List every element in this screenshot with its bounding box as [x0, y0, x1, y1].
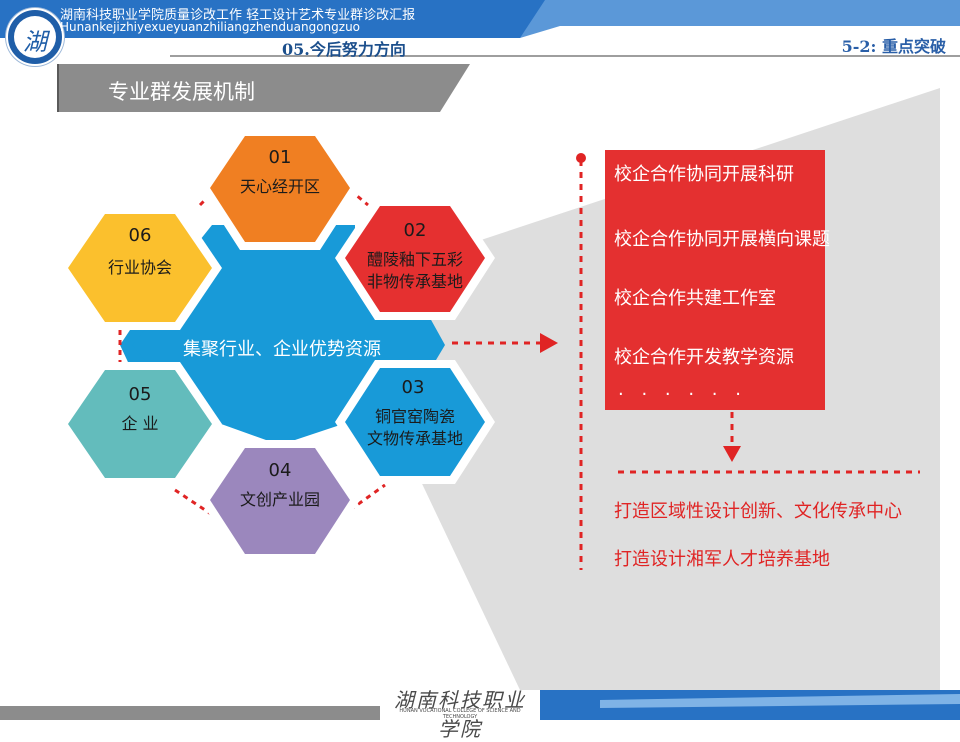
section-title: 05.今后努力方向 [282, 40, 406, 59]
panel-box [605, 150, 825, 410]
center-band [132, 330, 440, 360]
arrow-head-right [540, 333, 558, 353]
hex-04-shape [200, 440, 360, 562]
hex-02-label-line2: 非物传承基地 [366, 272, 463, 291]
panel-item-studio: 校企合作共建工作室 [614, 288, 776, 309]
hex-01-number: 01 [268, 147, 292, 168]
hex-03-label-line2: 文物传承基地 [366, 429, 463, 448]
goal-innovation-center: 打造区域性设计创新、文化传承中心 [614, 501, 902, 522]
hex-05-number: 05 [128, 384, 152, 405]
footer-logo-en: HUNAN VOCATIONAL COLLEGE OF SCIENCE AND … [399, 708, 521, 720]
arrow-head-down [723, 446, 741, 462]
header-title: 湖南科技职业学院质量诊改工作 轻工设计艺术专业群诊改汇报 [60, 8, 416, 23]
college-logo-mark: 湖 [23, 28, 47, 56]
panel-item-resources: 校企合作开发教学资源 [614, 347, 794, 368]
college-logo-inner: 湖 [14, 16, 56, 58]
hex-04-label: 文创产业园 [239, 490, 320, 509]
college-logo: 湖 [6, 8, 64, 66]
footer-logo: 湖南科技职业学院 HUNAN VOCATIONAL COLLEGE OF SCI… [384, 684, 536, 741]
hex-06-label: 行业协会 [107, 258, 172, 277]
hex-06-shape [58, 206, 222, 330]
panel-ellipsis: · · · · · · [618, 384, 747, 405]
hex-02-number: 02 [403, 220, 427, 241]
footer-band-gray [0, 706, 380, 720]
hex-02-shape [335, 198, 495, 320]
breadcrumb: 5-2: 重点突破 [841, 37, 946, 56]
hex-03-shape [335, 360, 495, 484]
hex-01-label: 天心经开区 [239, 177, 320, 196]
timeline-dot [576, 153, 586, 163]
center-label: 集聚行业、企业优势资源 [183, 339, 381, 360]
panel-item-projects: 校企合作协同开展横向课题 [614, 229, 830, 250]
hex-01-shape [200, 128, 360, 250]
footer-band-light [600, 694, 960, 708]
panel-item-research: 校企合作协同开展科研 [614, 164, 794, 185]
hex-06-number: 06 [128, 225, 152, 246]
hex-04-number: 04 [268, 460, 292, 481]
hex-05-shape [58, 362, 222, 486]
section-bar-shape [58, 64, 470, 112]
header-band-dark [0, 0, 545, 38]
hex-03-label-line1: 铜官窑陶瓷 [374, 407, 455, 426]
hex-03-number: 03 [401, 377, 425, 398]
section-bar-label: 专业群发展机制 [108, 80, 255, 104]
goal-talent-base: 打造设计湘军人才培养基地 [614, 549, 830, 570]
hex-05-label: 企 业 [121, 414, 159, 433]
header-pinyin: Hunankejizhiyexueyuanzhiliangzhenduangon… [60, 20, 361, 34]
slide-background [0, 0, 960, 720]
hex-02-label-line1: 醴陵釉下五彩 [366, 250, 463, 269]
